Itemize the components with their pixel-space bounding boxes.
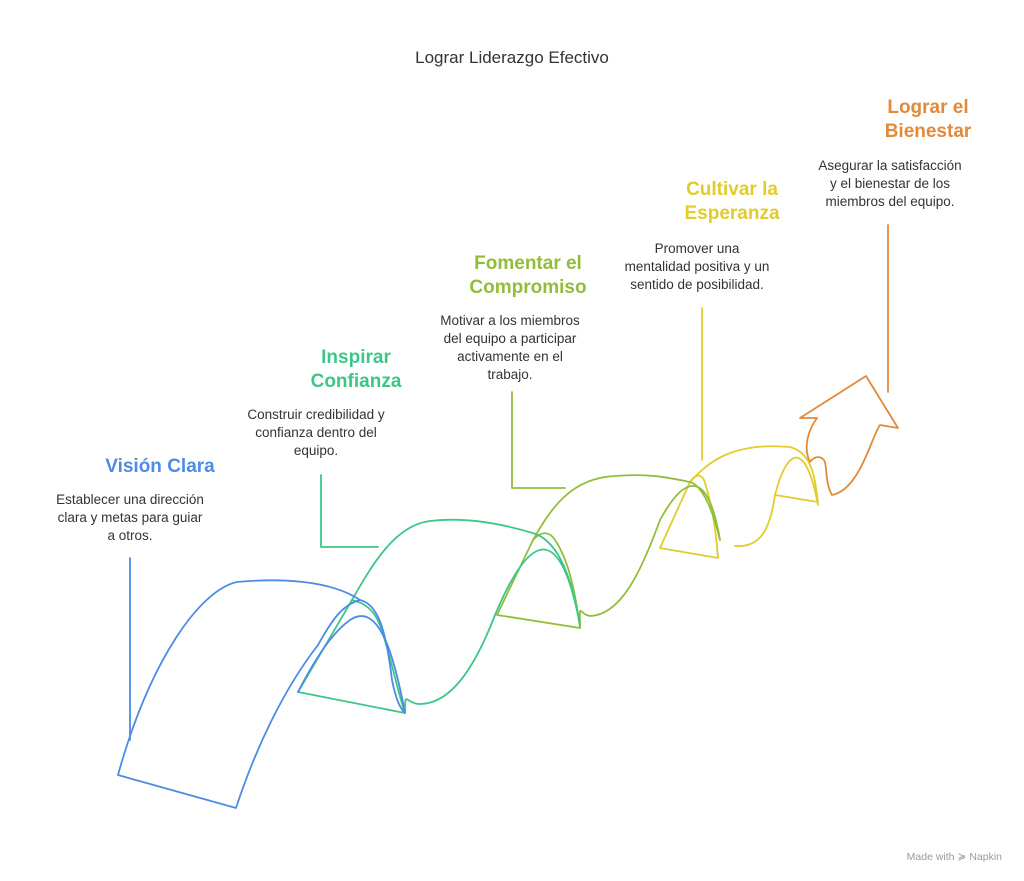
step-4-desc-line-2: mentalidad positiva y un (624, 259, 770, 274)
step-2-desc-line-1: Construir credibilidad y (247, 407, 385, 422)
step-2-description: Construir credibilidad y confianza dentr… (216, 406, 416, 460)
step-3-title-line-1: Fomentar el (474, 253, 582, 274)
step-2-ribbon (297, 474, 581, 714)
step-4-title: Cultivar la Esperanza (632, 178, 832, 226)
step-5-desc-line-3: miembros del equipo. (825, 194, 955, 209)
diagram-title: Lograr Liderazgo Efectivo (415, 48, 609, 67)
step-3-ribbon (496, 391, 721, 629)
step-4-title-line-2: Esperanza (684, 203, 780, 224)
step-3-title-line-2: Compromiso (469, 277, 587, 298)
step-2-title-line-1: Inspirar (321, 347, 391, 368)
step-2-desc-line-3: equipo. (293, 443, 339, 458)
step-1-title: Visión Clara (60, 455, 260, 479)
step-4-description: Promover una mentalidad positiva y un se… (597, 240, 797, 294)
napkin-logo-icon: ≽ (957, 851, 967, 863)
step-2-title: Inspirar Confianza (256, 346, 456, 394)
step-3-desc-line-3: activamente en el (457, 349, 563, 364)
step-5-desc-line-1: Asegurar la satisfacción (818, 158, 962, 173)
step-3-desc-line-2: del equipo a participar (443, 331, 577, 346)
step-4-ribbon (659, 307, 819, 559)
step-4-title-line-1: Cultivar la (686, 179, 778, 200)
step-5-title-line-2: Bienestar (884, 121, 972, 142)
step-5-title: Lograr el Bienestar (828, 96, 1024, 144)
step-1-description: Establecer una dirección clara y metas p… (30, 491, 230, 545)
step-2-title-line-2: Confianza (310, 371, 402, 392)
step-3-desc-line-1: Motivar a los miembros (440, 313, 580, 328)
made-with-napkin-footer: Made with≽Napkin (907, 851, 1002, 863)
step-1-desc-line-3: a otros. (107, 528, 153, 543)
footer-brand: Napkin (969, 851, 1002, 863)
footer-prefix: Made with (906, 851, 955, 863)
step-4-desc-line-1: Promover una (654, 241, 740, 256)
step-1-desc-line-1: Establecer una dirección (56, 492, 204, 507)
step-3-description: Motivar a los miembros del equipo a part… (410, 312, 610, 384)
step-4-desc-line-3: sentido de posibilidad. (630, 277, 764, 292)
step-3-desc-line-4: trabajo. (487, 367, 533, 382)
step-1-title-line-1: Visión Clara (105, 456, 215, 477)
step-5-description: Asegurar la satisfacción y el bienestar … (790, 157, 990, 211)
step-1-desc-line-2: clara y metas para guiar (57, 510, 203, 525)
step-1-ribbon (117, 557, 406, 809)
step-3-title: Fomentar el Compromiso (428, 252, 628, 300)
step-5-desc-line-2: y el bienestar de los (829, 176, 951, 191)
step-5-arrow (799, 224, 899, 496)
step-5-title-line-1: Lograr el (887, 97, 969, 118)
step-2-desc-line-2: confianza dentro del (255, 425, 377, 440)
